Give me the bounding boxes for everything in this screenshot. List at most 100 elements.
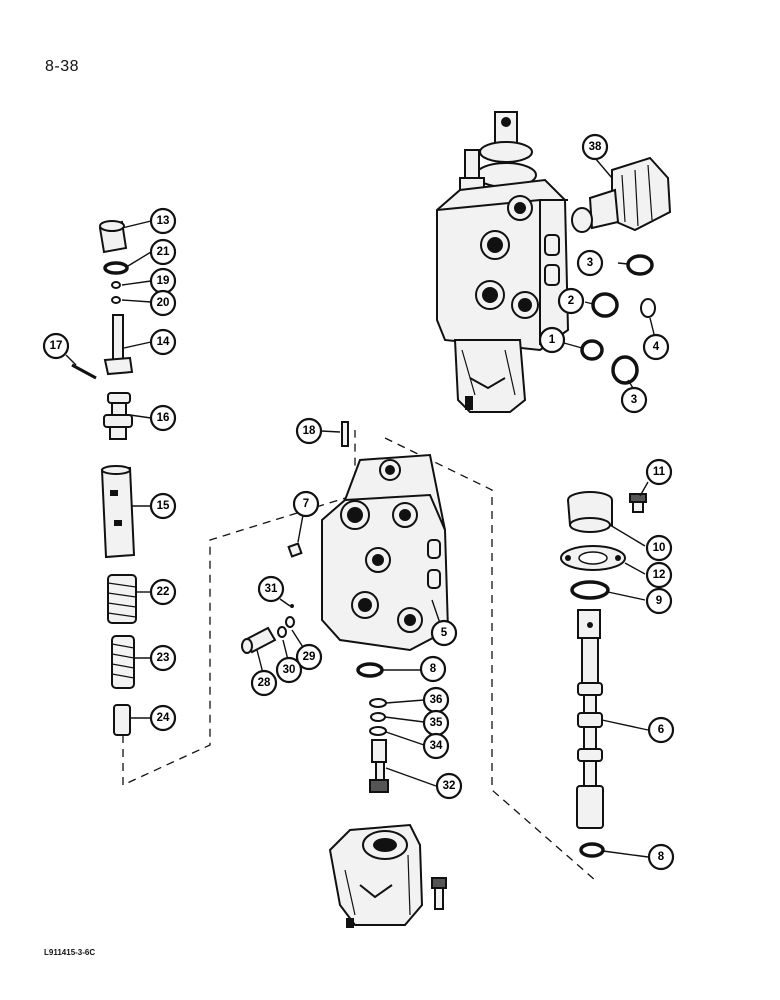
svg-text:15: 15 [157, 500, 170, 512]
o-ring-8-top [356, 662, 384, 678]
svg-text:36: 36 [430, 694, 443, 706]
o-ring-8-bottom [579, 842, 605, 858]
section-valve-5 [287, 421, 450, 652]
callout-17: 17 [42, 332, 70, 360]
spool-pin-hole [501, 117, 511, 127]
callout-9: 9 [645, 587, 673, 615]
svg-text:10: 10 [653, 542, 666, 554]
svg-text:17: 17 [50, 340, 63, 352]
right-spool-stack [560, 491, 647, 858]
o-ring-2 [591, 292, 619, 318]
poppet-16 [107, 392, 131, 404]
callout-19: 19 [149, 267, 177, 295]
relief-cartridge-38 [571, 156, 672, 233]
stem-14 [112, 314, 124, 361]
svg-text:21: 21 [157, 246, 170, 258]
guide-line-right [384, 437, 596, 881]
sleeve-15 [100, 466, 136, 559]
svg-text:34: 34 [430, 740, 443, 752]
callout-29: 29 [295, 643, 323, 671]
left-spool-stack [71, 220, 137, 736]
svg-text:29: 29 [303, 651, 316, 663]
svg-text:12: 12 [653, 569, 666, 581]
guide-line-left [122, 430, 356, 787]
callout-10: 10 [645, 534, 673, 562]
spring-23 [111, 635, 135, 689]
ring-34 [369, 726, 387, 736]
svg-text:19: 19 [157, 275, 170, 287]
ring-9 [570, 580, 610, 600]
callout-11: 11 [645, 458, 673, 486]
top-valve-assembly [436, 111, 570, 413]
pin-17 [71, 363, 97, 380]
callout-30: 30 [275, 656, 303, 684]
ring-35 [370, 712, 386, 722]
pin-18 [341, 421, 349, 447]
svg-text:18: 18 [303, 425, 316, 437]
plunger-32 [369, 739, 389, 793]
spring-22 [107, 574, 137, 624]
svg-text:2: 2 [568, 295, 574, 307]
svg-text:13: 13 [157, 215, 170, 227]
page-number: 8-38 [45, 58, 80, 75]
callout-20: 20 [149, 289, 177, 317]
svg-text:9: 9 [656, 595, 662, 607]
callout-18: 18 [295, 417, 323, 445]
callout-7: 7 [292, 490, 320, 518]
callout-4: 4 [642, 333, 670, 361]
callout-8-bottom: 8 [647, 843, 675, 871]
spool-6 [576, 609, 604, 829]
callout-35: 35 [422, 709, 450, 737]
valve-body-lower [453, 339, 527, 413]
svg-text:3: 3 [587, 257, 593, 269]
callout-14: 14 [149, 328, 177, 356]
assembly-guide-lines [122, 430, 596, 881]
svg-text:28: 28 [258, 677, 271, 689]
svg-text:32: 32 [443, 780, 456, 792]
o-ring-1 [580, 339, 604, 361]
callout-15: 15 [149, 492, 177, 520]
ball-31 [290, 604, 294, 608]
backup-ring-4 [640, 298, 656, 318]
svg-text:8: 8 [658, 851, 665, 863]
callout-6: 6 [647, 716, 675, 744]
svg-text:1: 1 [549, 334, 556, 346]
o-ring-3-bottom [611, 355, 639, 385]
callout-5: 5 [430, 619, 458, 647]
callout-3-bottom: 3 [620, 386, 648, 414]
svg-text:23: 23 [157, 652, 170, 664]
o-ring-21 [103, 261, 129, 275]
svg-text:31: 31 [265, 583, 278, 595]
callout-22: 22 [149, 578, 177, 606]
callout-31: 31 [257, 575, 285, 603]
callout-12: 12 [645, 561, 673, 589]
svg-text:38: 38 [589, 141, 602, 153]
leader-lines [65, 157, 656, 858]
spool-cap [479, 141, 533, 163]
plug-7 [287, 542, 303, 558]
svg-text:20: 20 [157, 297, 170, 309]
spacer-24 [113, 704, 131, 736]
svg-text:14: 14 [157, 336, 170, 348]
ring-29 [285, 616, 295, 628]
svg-text:7: 7 [303, 498, 309, 510]
callout-38: 38 [581, 133, 609, 161]
callout-34: 34 [422, 732, 450, 760]
check-parts [241, 604, 295, 654]
svg-text:24: 24 [157, 712, 170, 724]
callout-23: 23 [149, 644, 177, 672]
svg-text:6: 6 [658, 724, 664, 736]
svg-text:3: 3 [631, 394, 637, 406]
callout-24: 24 [149, 704, 177, 732]
callout-28: 28 [250, 669, 278, 697]
callout-1: 1 [538, 326, 566, 354]
svg-text:22: 22 [157, 586, 170, 598]
svg-text:30: 30 [283, 664, 296, 676]
callout-2: 2 [557, 287, 585, 315]
end-cap [328, 823, 447, 928]
callout-36: 36 [422, 686, 450, 714]
svg-text:35: 35 [430, 717, 443, 729]
ring-20 [111, 296, 121, 304]
svg-text:4: 4 [653, 341, 660, 353]
